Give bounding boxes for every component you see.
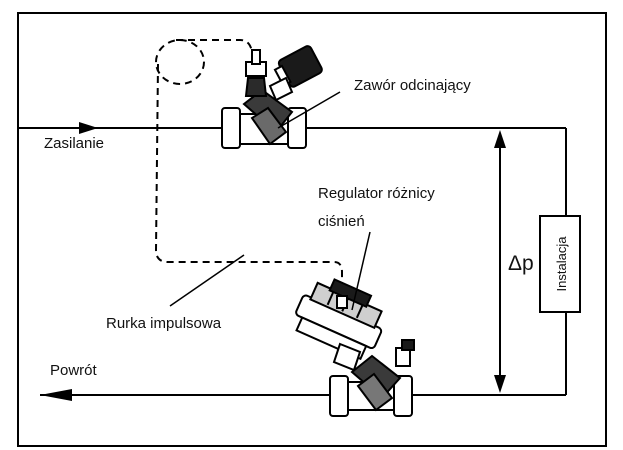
return-arrow-icon	[40, 389, 72, 401]
regulator-label-line1: Regulator różnicy	[318, 185, 435, 202]
shutoff-valve-icon	[221, 45, 323, 149]
delta-p-arrow-icon	[494, 130, 506, 393]
impulse-tube	[154, 39, 343, 298]
installation-box	[539, 215, 581, 313]
shutoff-valve-label: Zawór odcinający	[354, 77, 471, 94]
supply-label: Zasilanie	[44, 135, 104, 152]
return-label: Powrót	[50, 362, 98, 379]
regulator-valve-icon	[295, 278, 415, 417]
delta-p-label: Δp	[508, 252, 534, 275]
regulator-label-line2: ciśnień	[318, 213, 365, 230]
impulse-tube-label: Rurka impulsowa	[106, 315, 222, 332]
leader-lines	[169, 91, 371, 311]
installation-label: Instalacja	[554, 236, 569, 292]
supply-arrow-icon	[79, 122, 98, 134]
diagram-frame	[17, 12, 607, 447]
